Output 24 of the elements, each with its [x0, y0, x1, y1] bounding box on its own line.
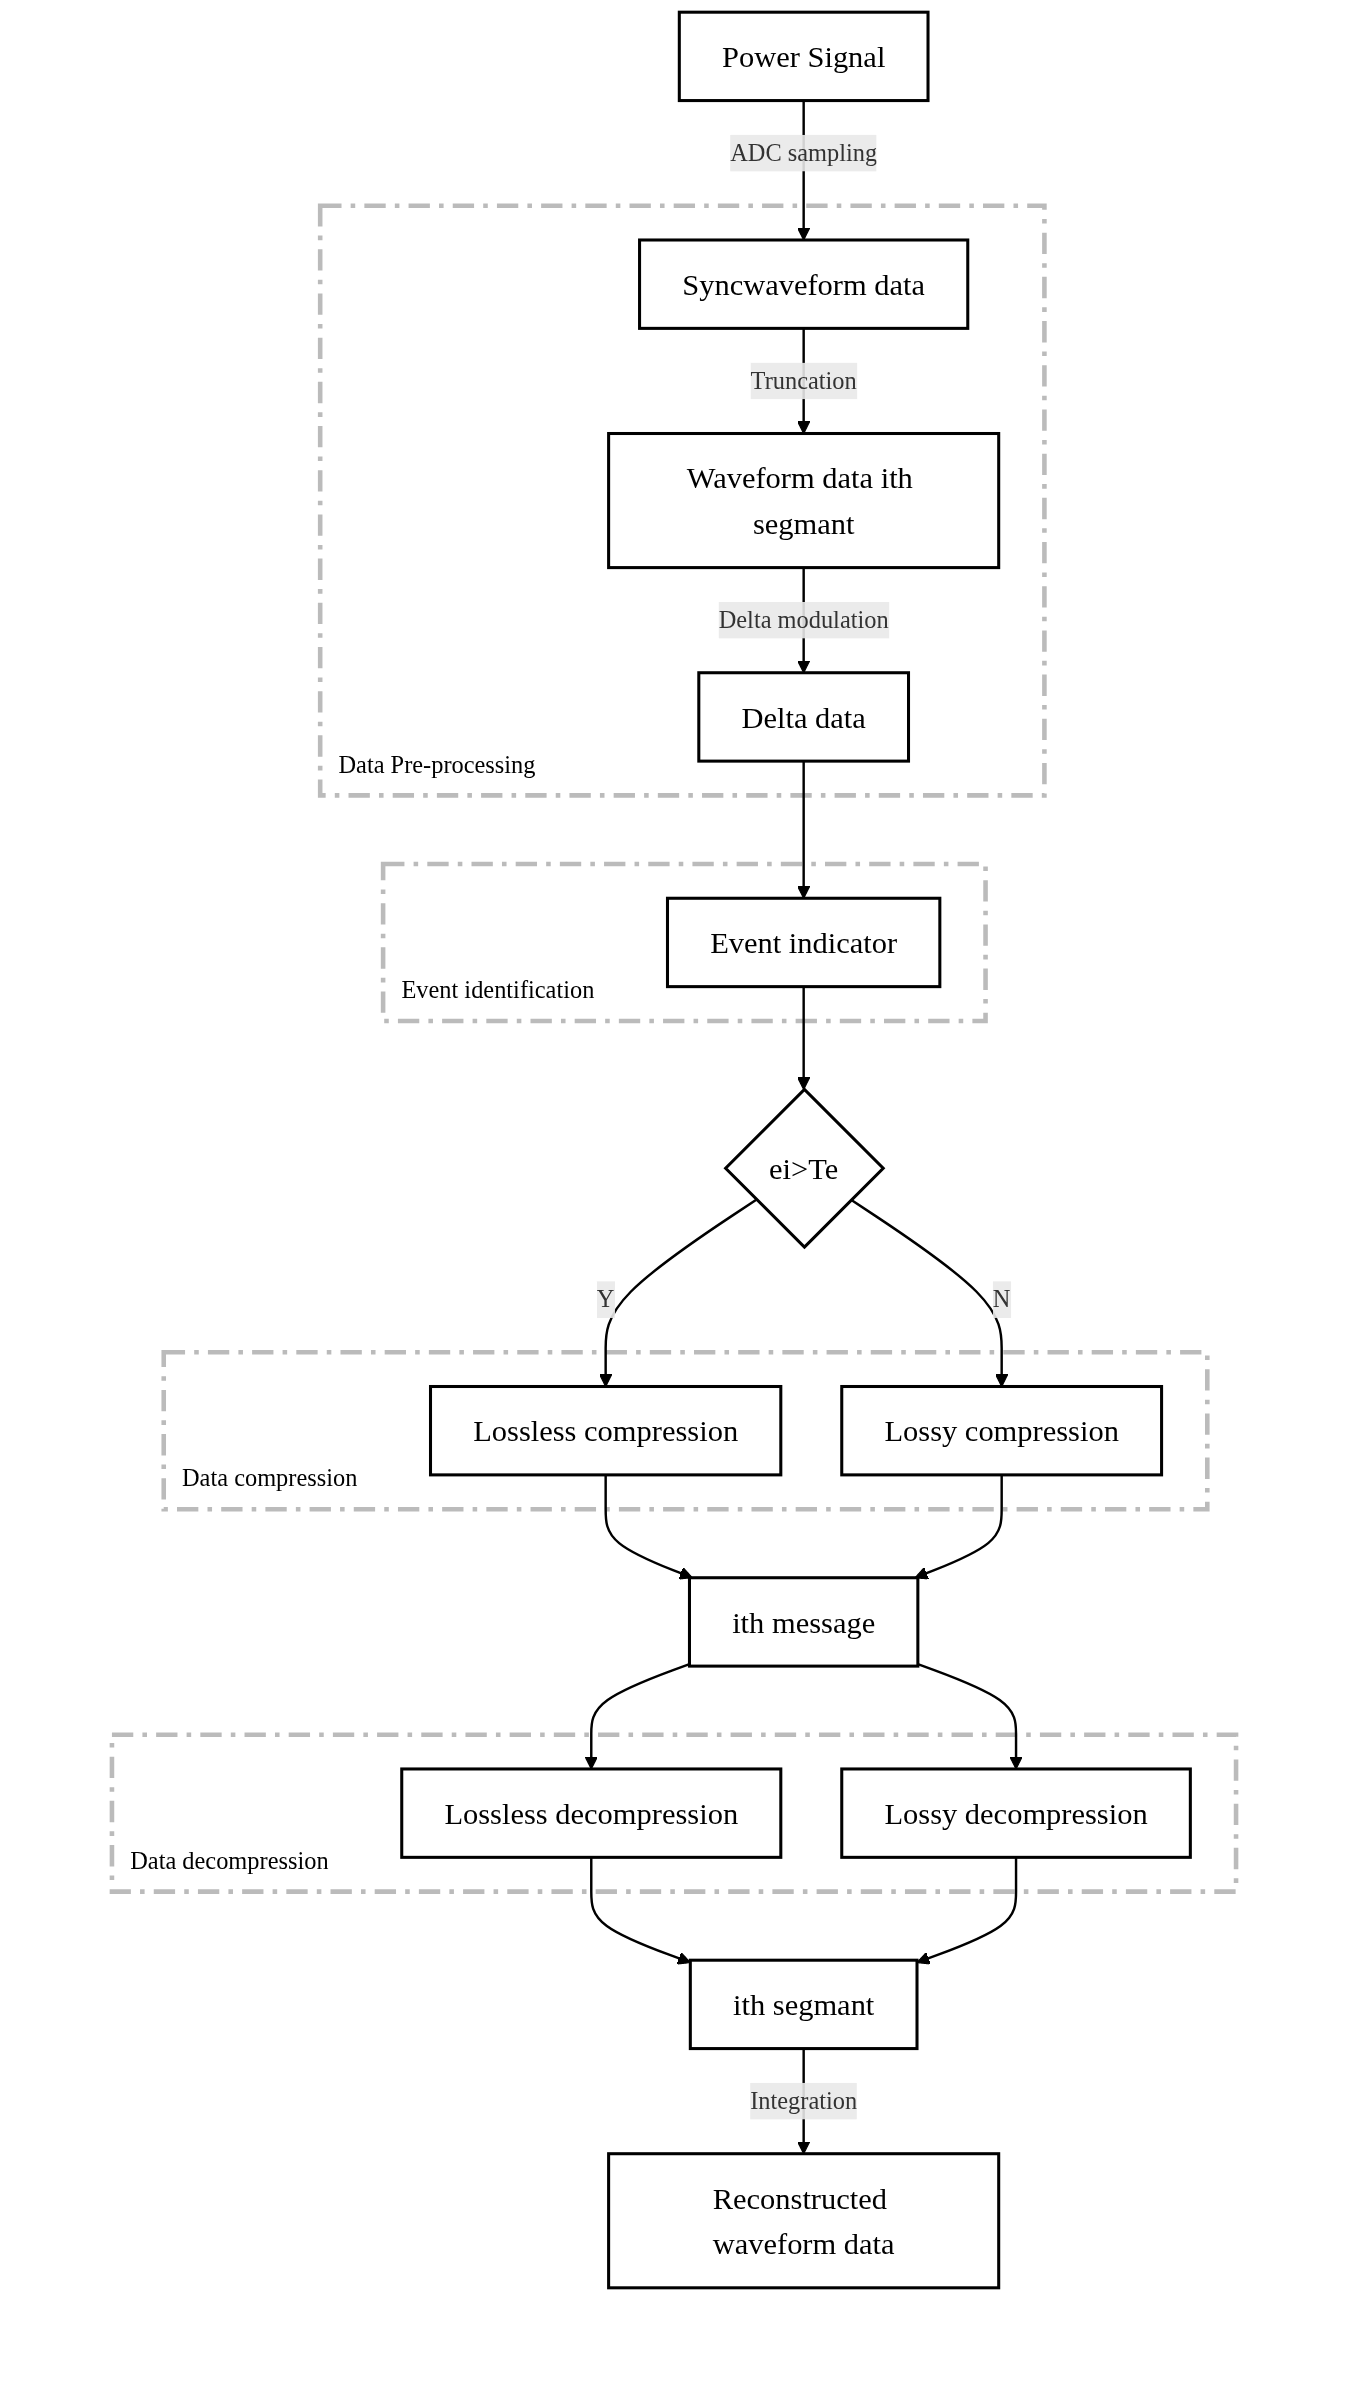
node-box: Delta data — [696, 671, 910, 763]
node-box: Reconstructed waveform data — [606, 2152, 1000, 2290]
node-box: Lossless decompression — [399, 1767, 782, 1859]
edge-label: Truncation — [750, 367, 857, 394]
node-box: Lossy decompression — [839, 1767, 1192, 1859]
arrow — [796, 986, 810, 1091]
edge-label: Integration — [749, 2087, 857, 2114]
arrow — [796, 761, 810, 899]
arrow — [603, 1474, 693, 1580]
edge-label: Y — [596, 1285, 614, 1312]
arrow — [914, 1474, 1003, 1580]
node-box: Waveform data ith segmant — [606, 432, 1000, 570]
node-box: ith message — [687, 1576, 919, 1668]
edge-label: N — [992, 1285, 1010, 1312]
node-box: ith segmant — [688, 1958, 919, 2051]
node-diamond: ei>Te — [722, 1087, 885, 1250]
node-box: Event indicator — [665, 896, 941, 989]
node-box: Syncwaveform data — [637, 238, 969, 330]
node-box: Lossless compression — [428, 1384, 782, 1477]
node-box: Lossy compression — [839, 1384, 1163, 1477]
node-box: Power Signal — [677, 10, 930, 103]
arrow — [589, 1857, 691, 1965]
edge-label: ADC sampling — [729, 139, 877, 166]
edge-label: Delta modulation — [718, 606, 889, 633]
